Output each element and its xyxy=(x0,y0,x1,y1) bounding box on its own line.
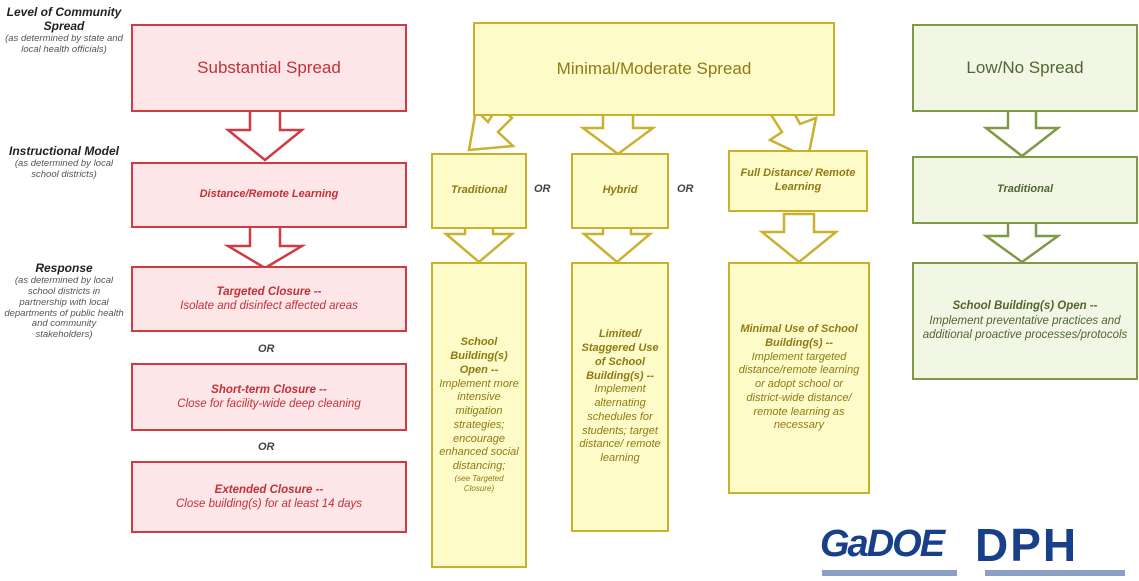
model-label-sub: (as determined by local school districts… xyxy=(14,157,114,180)
or-label-3: OR xyxy=(534,183,551,195)
school-building-open-text: Implement more intensive mitigation stra… xyxy=(439,377,519,473)
hybrid-box: Hybrid xyxy=(571,153,669,229)
traditional-box-moderate: Traditional xyxy=(431,153,527,229)
targeted-closure-text: Isolate and disinfect affected areas xyxy=(180,300,358,312)
dph-logo-text: DPH xyxy=(975,519,1079,571)
down-arrow-green-2 xyxy=(982,216,1062,264)
extended-closure-text: Close building(s) for at least 14 days xyxy=(175,498,362,510)
minimal-use-title: Minimal Use of School Building(s) -- xyxy=(740,323,858,349)
down-arrow-yellow-left xyxy=(467,104,516,152)
dph-logo: DPH xyxy=(975,518,1139,571)
level-label-sub: (as determined by state and local health… xyxy=(5,32,123,55)
limited-staggered-title: Limited/ Staggered Use of School Buildin… xyxy=(581,328,659,382)
full-distance-remote-box: Full Distance/ Remote Learning xyxy=(728,150,868,212)
gadoe-logo: GaDOE xyxy=(820,520,960,568)
distance-remote-learning-box: Distance/Remote Learning xyxy=(131,162,407,228)
or-label-4: OR xyxy=(677,183,694,195)
extended-closure-box: Extended Closure -- Close building(s) fo… xyxy=(131,461,407,533)
response-label: Response (as determined by local school … xyxy=(4,261,124,341)
or-label-2: OR xyxy=(258,441,275,453)
level-label: Level of Community Spread (as determined… xyxy=(4,5,124,55)
down-arrow-green-1 xyxy=(982,108,1062,158)
gadoe-logo-text: GaDOE xyxy=(820,522,945,565)
down-arrow-red-2 xyxy=(223,224,307,270)
short-term-closure-box: Short-term Closure -- Close for facility… xyxy=(131,363,407,431)
minimal-moderate-spread-header: Minimal/Moderate Spread xyxy=(473,22,835,116)
down-arrow-yellow-2c xyxy=(758,212,840,264)
down-arrow-red-1 xyxy=(224,107,306,162)
response-label-title: Response xyxy=(35,261,93,275)
gadoe-tagline-bar xyxy=(822,570,957,576)
short-term-closure-text: Close for facility-wide deep cleaning xyxy=(177,398,361,410)
substantial-spread-header: Substantial Spread xyxy=(131,24,407,112)
school-building-open-box: School Building(s) Open -- Implement mor… xyxy=(431,262,527,568)
low-no-spread-header: Low/No Spread xyxy=(912,24,1138,112)
targeted-closure-title: Targeted Closure -- xyxy=(216,285,322,298)
school-building-open-low-title: School Building(s) Open -- xyxy=(952,300,1098,313)
limited-staggered-use-box: Limited/ Staggered Use of School Buildin… xyxy=(571,262,669,532)
model-label-title: Instructional Model xyxy=(8,144,119,158)
school-building-open-low-text: Implement preventative practices and add… xyxy=(922,314,1128,342)
down-arrow-yellow-center xyxy=(579,110,657,156)
dph-tagline-bar xyxy=(985,570,1125,576)
minimal-use-box: Minimal Use of School Building(s) -- Imp… xyxy=(728,262,870,494)
model-label: Instructional Model (as determined by lo… xyxy=(4,144,124,181)
minimal-use-text: Implement targeted distance/remote learn… xyxy=(738,350,860,432)
limited-staggered-text: Implement alternating schedules for stud… xyxy=(579,383,661,464)
school-building-open-title: School Building(s) Open -- xyxy=(450,336,508,376)
school-building-open-note: (see Targeted Closure) xyxy=(454,473,504,493)
or-label-1: OR xyxy=(258,343,275,355)
targeted-closure-box: Targeted Closure -- Isolate and disinfec… xyxy=(131,266,407,332)
response-label-sub: (as determined by local school districts… xyxy=(4,274,124,341)
traditional-box-low: Traditional xyxy=(912,156,1138,224)
level-label-title: Level of Community Spread xyxy=(6,5,122,33)
extended-closure-title: Extended Closure -- xyxy=(214,483,324,496)
short-term-closure-title: Short-term Closure -- xyxy=(211,383,327,396)
school-building-open-low-box: School Building(s) Open -- Implement pre… xyxy=(912,262,1138,380)
